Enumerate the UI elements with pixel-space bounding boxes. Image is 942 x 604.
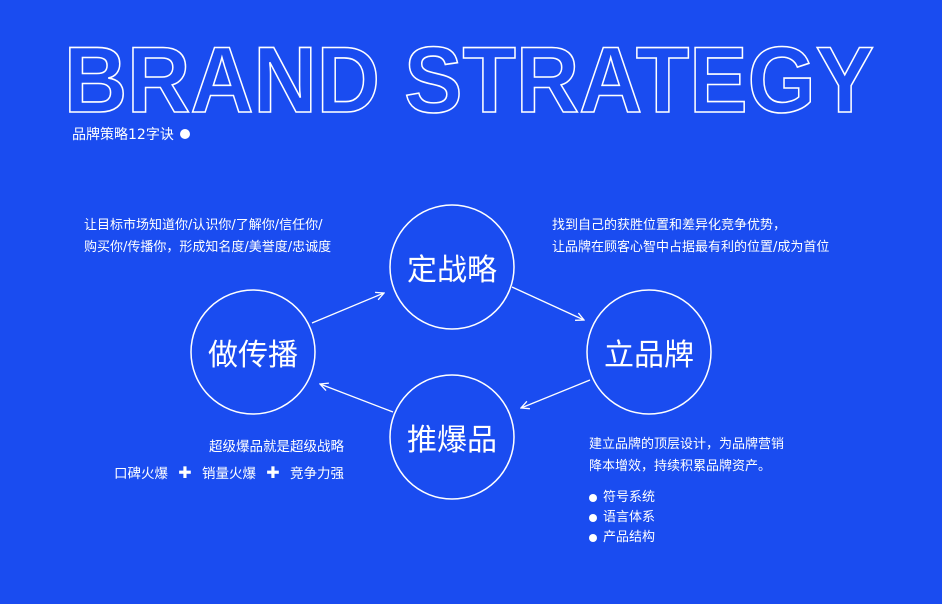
text-line: 让品牌在顾客心智中占据最有利的位置/成为首位 xyxy=(552,240,830,255)
subtitle-text: 品牌策略12字诀 xyxy=(72,127,174,143)
arrow-top-to-right xyxy=(511,286,584,320)
node-label-top: 定战略 xyxy=(407,253,497,288)
text-line: 让目标市场知道你/认识你/了解你/信任你/ xyxy=(84,218,323,233)
list-item-label: 产品结构 xyxy=(603,530,656,545)
list-item: 产品结构 xyxy=(589,528,784,548)
text-line: 找到自己的获胜位置和差异化竞争优势， xyxy=(552,218,787,233)
bullet-dot-icon xyxy=(589,514,597,522)
node-label-bottom: 推爆品 xyxy=(407,423,497,458)
node-circle-top xyxy=(389,204,515,330)
node-circle-bottom xyxy=(389,374,515,500)
plus-icon: ✚ xyxy=(266,463,280,482)
page-title: BRAND STRATEGY xyxy=(64,27,874,130)
node-circle-left xyxy=(190,289,316,415)
list-item: 符号系统 xyxy=(589,488,784,508)
list-item: 语言体系 xyxy=(589,508,784,528)
node-circle-right xyxy=(586,289,712,415)
arrow-left-to-top xyxy=(311,293,384,324)
node-label-left: 做传播 xyxy=(208,338,298,373)
text-block-bottom-left: 超级爆品就是超级战略 口碑火爆 ✚ 销量火爆 ✚ 竞争力强 xyxy=(114,434,344,487)
list-item-label: 语言体系 xyxy=(603,510,656,525)
node-label-right: 立品牌 xyxy=(604,338,694,373)
arrow-bottom-to-left xyxy=(320,384,394,413)
bullet-dot-icon xyxy=(589,494,597,502)
text-block-top-left: 让目标市场知道你/认识你/了解你/信任你/ 购买你/传播你，形成知名度/美誉度/… xyxy=(84,215,331,259)
results-row: 口碑火爆 ✚ 销量火爆 ✚ 竞争力强 xyxy=(114,460,344,487)
text-line: 建立品牌的顶层设计，为品牌营销 xyxy=(589,437,785,452)
text-line: 超级爆品就是超级战略 xyxy=(209,439,344,455)
result-item: 口碑火爆 xyxy=(114,466,168,482)
bullet-list: 符号系统 语言体系 产品结构 xyxy=(589,488,784,548)
text-block-bottom-right: 建立品牌的顶层设计，为品牌营销 降本增效，持续积累品牌资产。 符号系统 语言体系… xyxy=(589,434,784,548)
text-block-top-right: 找到自己的获胜位置和差异化竞争优势， 让品牌在顾客心智中占据最有利的位置/成为首… xyxy=(552,215,829,259)
list-item-label: 符号系统 xyxy=(603,490,656,505)
bullet-dot-icon xyxy=(589,534,597,542)
arrow-right-to-bottom xyxy=(521,379,591,408)
subtitle-dot-icon xyxy=(179,129,190,139)
title-graphic: BRAND STRATEGY xyxy=(63,26,875,130)
subtitle: 品牌策略12字诀 xyxy=(72,124,190,144)
result-item: 销量火爆 xyxy=(202,466,256,482)
plus-icon: ✚ xyxy=(178,463,192,482)
result-item: 竞争力强 xyxy=(290,466,344,482)
text-line: 降本增效，持续积累品牌资产。 xyxy=(589,459,772,474)
text-line: 购买你/传播你，形成知名度/美誉度/忠诚度 xyxy=(84,240,332,255)
